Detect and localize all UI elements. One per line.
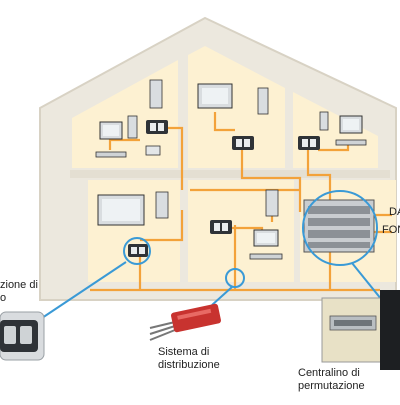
house-patch-panel-row4 — [308, 242, 370, 248]
side-label-bottom: FON — [382, 224, 400, 236]
house-patch-panel-row2 — [308, 218, 370, 226]
room-attic-center — [188, 46, 285, 168]
attic-left-equipment — [95, 115, 168, 158]
attic-right-tower — [319, 111, 329, 131]
outlet-caption-line1: zione di — [0, 279, 38, 291]
panel-caption-line2: permutazione — [298, 380, 365, 392]
ground-center-outlet — [210, 220, 232, 234]
attic-left-phone — [145, 145, 161, 156]
distribution-cable-2 — [149, 325, 176, 335]
attic-center-outlet-port2 — [244, 139, 250, 147]
floor-slab — [70, 170, 390, 178]
cable-attic-center — [240, 145, 302, 212]
ground-left-outlet-port1 — [131, 247, 137, 254]
attic-left-outlet-port1 — [150, 123, 156, 131]
attic-right-equipment — [298, 111, 367, 150]
callout-circle-distribution — [225, 268, 245, 288]
outlet-caption-line2: o — [0, 292, 7, 304]
attic-right-outlet-port1 — [302, 139, 308, 147]
attic-center-outlet — [232, 136, 254, 150]
outlet-zoom-port1 — [4, 326, 16, 344]
ground-center-keyboard — [249, 253, 283, 260]
ground-center-equipment — [210, 189, 283, 260]
cable-tv-attic-center — [213, 112, 235, 132]
distribution-caption-line2: distribuzione — [158, 359, 220, 371]
distribution-cable-3 — [149, 329, 176, 341]
callout-circle-panel — [302, 190, 378, 266]
attic-center-equipment — [149, 79, 269, 150]
house-patch-panel-row1 — [308, 206, 370, 214]
attic-center-tv-screen — [202, 88, 228, 104]
ground-center-outlet-port1 — [214, 223, 220, 231]
attic-center-tower2 — [257, 87, 269, 115]
house-patch-panel — [303, 199, 375, 253]
cable-pc-attic-left — [108, 138, 140, 150]
attic-center-tower — [149, 79, 163, 109]
distribution-caption-line1: Sistema di — [158, 346, 210, 358]
attic-left-tower — [127, 115, 138, 139]
ground-center-outlet-port2 — [222, 223, 228, 231]
ground-center-tower — [265, 189, 279, 217]
panel-caption-line1: Centralino di — [298, 367, 360, 379]
attic-left-screen — [103, 125, 119, 136]
callout-line-outlet — [41, 261, 127, 319]
ground-center-screen — [257, 233, 275, 243]
side-label-top: DA — [389, 206, 400, 218]
attic-right-screen — [343, 119, 359, 130]
house-patch-panel-row3 — [308, 230, 370, 238]
callout-line-distribution — [211, 286, 233, 306]
outlet-zoom — [0, 311, 45, 361]
attic-left-keyboard — [95, 151, 127, 158]
attic-right-outlet — [298, 136, 320, 150]
ground-left-tv-screen — [102, 199, 140, 221]
house-structure — [39, 16, 397, 301]
attic-center-outlet-port1 — [236, 139, 242, 147]
attic-left-outlet — [146, 120, 168, 134]
callout-circle-outlet — [123, 237, 151, 265]
outlet-zoom-port2 — [20, 326, 32, 344]
ground-left-equipment — [97, 191, 169, 257]
panel-zoom-door — [380, 290, 400, 370]
ground-left-tower — [155, 191, 169, 219]
distribution-connector — [149, 303, 221, 341]
panel-zoom-module-ports — [334, 320, 372, 326]
distribution-connector-ridge — [177, 308, 212, 320]
cable-attic-right — [306, 145, 332, 200]
cable-ground-left-link — [140, 210, 184, 242]
cabling — [90, 112, 392, 292]
ground-left-outlet-port2 — [139, 247, 145, 254]
attic-left-outlet-port2 — [158, 123, 164, 131]
distribution-cable-1 — [149, 321, 176, 329]
panel-zoom — [321, 290, 400, 370]
attic-right-outlet-port2 — [310, 139, 316, 147]
attic-right-keyboard — [335, 139, 367, 146]
